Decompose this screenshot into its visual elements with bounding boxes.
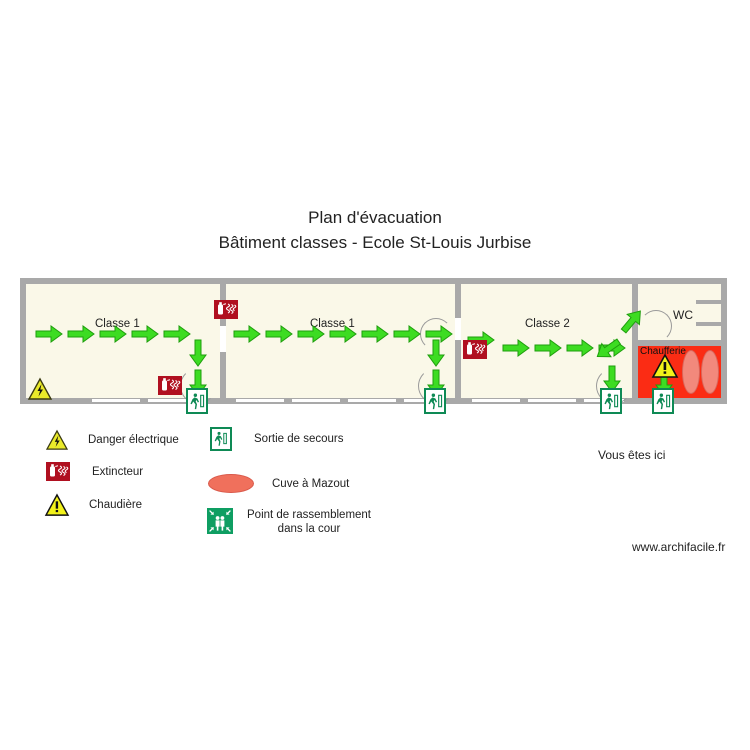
sortie-de-secours-icon [600,388,622,414]
room-wc [638,284,721,342]
point-de-rassemblement-icon [207,508,233,534]
evacuation-arrow-diagonal [593,335,623,363]
evacuation-arrow-right [67,325,95,343]
extincteur-icon [214,300,238,319]
legend-item-danger-electrique: Danger électrique [45,429,179,450]
window [92,399,140,402]
evacuation-arrow-right [99,325,127,343]
wc-fixture-2 [696,322,721,326]
room-label-classe-1-a: Classe 1 [95,318,140,330]
cuve-a-mazout-icon [682,350,700,394]
window [292,399,340,402]
extincteur-icon [463,340,487,359]
extincteur-icon [158,376,182,395]
legend-label: Extincteur [92,465,144,478]
legend-item-point-de-rassemblement: Point de rassemblement dans la cour [207,508,371,536]
legend-label-group: Point de rassemblement dans la cour [247,508,371,536]
wall-partition-2b [455,340,461,404]
floor-plan: Classe 1 Classe 1 Classe 2 WC Chaufferie [20,278,727,414]
evacuation-arrow-diagonal-wc [618,306,647,336]
evacuation-arrow-down [427,339,445,367]
danger-electrique-icon [27,377,53,400]
legend-label: Cuve à Mazout [272,477,350,490]
window [528,399,576,402]
evacuation-arrow-right [502,339,530,357]
sortie-de-secours-icon [186,388,208,414]
legend-label-line-2: dans la cour [277,523,341,535]
wall-top [20,278,727,284]
sortie-de-secours-icon [652,388,674,414]
chaudiere-icon [651,353,679,378]
room-label-classe-1-b: Classe 1 [310,318,355,330]
legend-item-extincteur: Extincteur [46,462,143,481]
title-line-2: Bâtiment classes - Ecole St-Louis Jurbis… [218,233,532,252]
room-label-wc: WC [673,308,693,322]
room-label-chaufferie: Chaufferie [640,346,686,357]
wall-partition-2 [455,278,461,318]
title-line-1: Plan d'évacuation [308,208,442,227]
window [348,399,396,402]
room-label-classe-2: Classe 2 [525,318,570,330]
evacuation-arrow-right [233,325,261,343]
evacuation-arrow-right [35,325,63,343]
wall-partition-1b [220,352,226,404]
site-url-label: www.archifacile.fr [632,540,726,554]
wall-left [20,278,26,404]
legend-label-line-1: Point de rassemblement [247,509,372,521]
cuve-a-mazout-icon [701,350,719,394]
evacuation-arrow-right [131,325,159,343]
window [236,399,284,402]
legend-label: Chaudière [89,499,143,511]
window [148,399,196,402]
cuve-a-mazout-icon [208,474,254,493]
evacuation-arrow-right [329,325,357,343]
evacuation-arrow-right [393,325,421,343]
you-are-here-label: Vous êtes ici [598,448,666,462]
evacuation-arrow-right [163,325,191,343]
room-classe-1-b [226,284,455,398]
chaudiere-icon [44,493,70,516]
evacuation-arrow-right [566,339,594,357]
legend-label: Sortie de secours [254,433,344,445]
evacuation-arrow-right [425,325,453,343]
evacuation-arrow-right [361,325,389,343]
evacuation-arrow-right [265,325,293,343]
evacuation-arrow-right [534,339,562,357]
legend: Danger électrique Extincteur Chaudière S… [0,424,750,544]
wc-fixture-1 [696,300,721,304]
sortie-de-secours-icon [424,388,446,414]
extincteur-icon [46,462,70,481]
evacuation-arrow-right [297,325,325,343]
evacuation-arrow-down [189,339,207,367]
legend-item-chaudiere: Chaudière [44,493,143,516]
window [472,399,520,402]
sortie-de-secours-icon [210,427,232,451]
legend-item-cuve-a-mazout: Cuve à Mazout [208,474,349,493]
legend-item-sortie-de-secours: Sortie de secours [210,427,344,451]
evacuation-arrow-down [603,365,621,393]
legend-label: Danger électrique [88,434,179,446]
wall-partition-wc-chaufferie [632,340,727,346]
danger-electrique-icon [45,429,70,450]
page-title: Plan d'évacuation Bâtiment classes - Eco… [0,205,750,255]
